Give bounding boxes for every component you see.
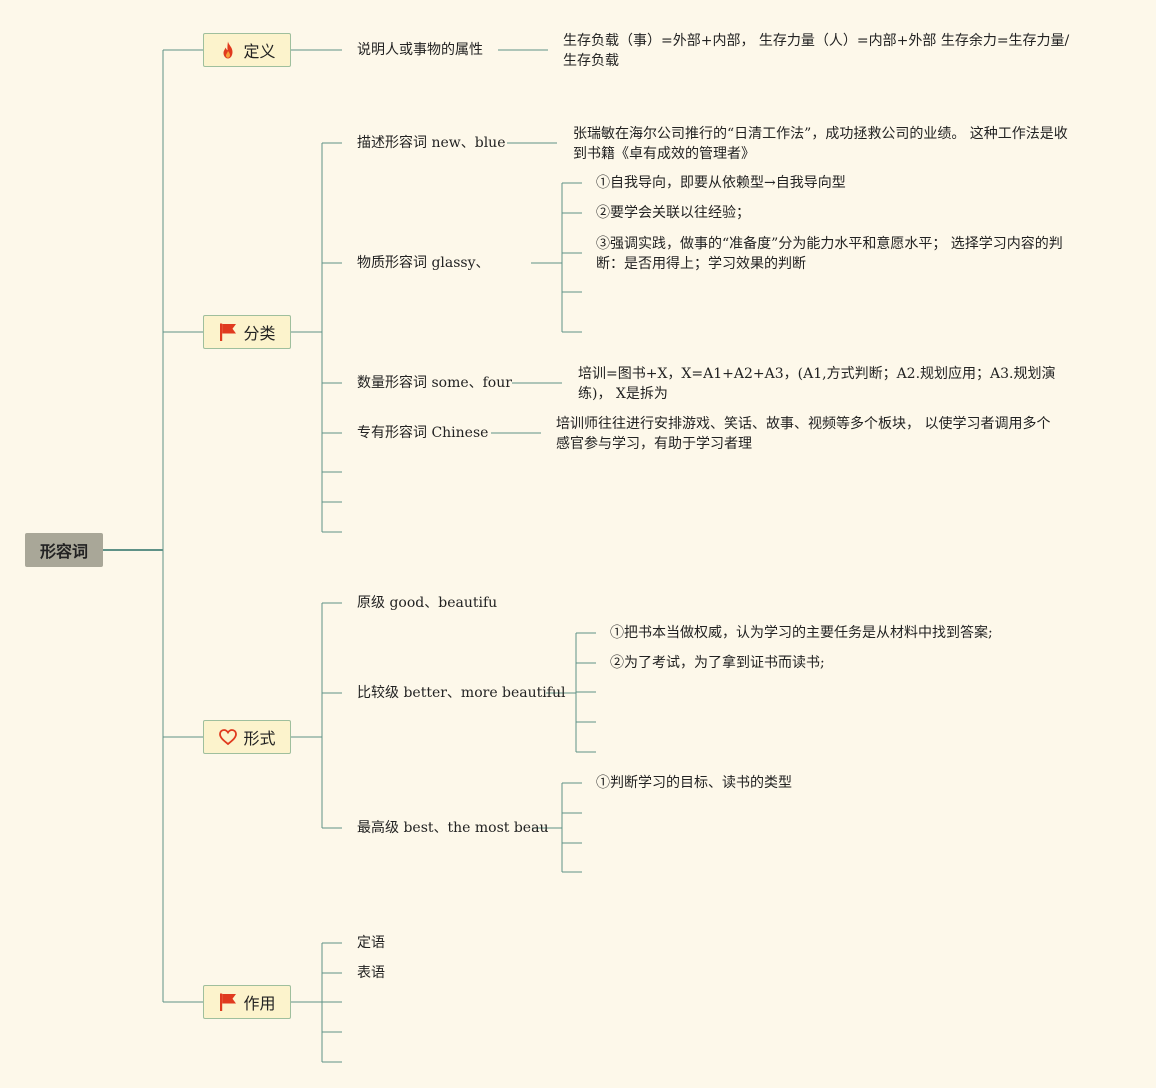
category-label: 作用: [243, 994, 276, 1013]
category-classification[interactable]: 分类: [203, 315, 291, 349]
child-node[interactable]: 比较级 better、more beautiful: [357, 685, 566, 701]
child-node[interactable]: 定语: [357, 935, 385, 951]
child-node[interactable]: 数量形容词 some、four: [357, 375, 512, 391]
detail-node[interactable]: 培训师往往进行安排游戏、笑话、故事、视频等多个板块， 以使学习者调用多个感官参与…: [556, 416, 1051, 452]
child-node[interactable]: 表语: [357, 965, 385, 981]
child-node[interactable]: 最高级 best、the most beau: [357, 820, 549, 836]
category-label: 定义: [243, 42, 276, 61]
detail-node[interactable]: 培训=图书+X，X=A1+A2+A3，(A1,方式判断；A2.规划应用；A3.规…: [578, 366, 1056, 402]
category-label: 分类: [243, 324, 276, 343]
child-node[interactable]: 说明人或事物的属性: [357, 42, 483, 58]
flag-icon: [218, 992, 238, 1012]
detail-node[interactable]: 生存负载（事）=外部+内部， 生存力量（人）=内部+外部 生存余力=生存力量/生…: [563, 33, 1070, 69]
detail-node[interactable]: 张瑞敏在海尔公司推行的“日清工作法”，成功拯救公司的业绩。 这种工作法是收到书籍…: [573, 126, 1068, 162]
detail-node[interactable]: ③强调实践，做事的“准备度”分为能力水平和意愿水平； 选择学习内容的判断：是否用…: [596, 236, 1063, 272]
detail-node[interactable]: ①把书本当做权威，认为学习的主要任务是从材料中找到答案;: [610, 625, 993, 641]
category-usage[interactable]: 作用: [203, 985, 291, 1019]
flag-icon: [218, 322, 238, 342]
category-label: 形式: [243, 729, 276, 748]
root-node[interactable]: 形容词: [25, 533, 103, 567]
detail-node[interactable]: ①判断学习的目标、读书的类型: [596, 775, 792, 791]
child-node[interactable]: 专有形容词 Chinese: [357, 425, 489, 441]
child-node[interactable]: 物质形容词 glassy、: [357, 255, 490, 271]
detail-node[interactable]: ②要学会关联以往经验；: [596, 205, 750, 221]
child-node[interactable]: 原级 good、beautifu: [357, 595, 498, 611]
fire-icon: [218, 40, 238, 60]
heart-icon: [218, 727, 238, 747]
detail-node[interactable]: ①自我导向，即要从依赖型→自我导向型: [596, 175, 846, 191]
category-definition[interactable]: 定义: [203, 33, 291, 67]
child-node[interactable]: 描述形容词 new、blue: [357, 135, 506, 151]
root-label: 形容词: [39, 542, 88, 561]
detail-node[interactable]: ②为了考试，为了拿到证书而读书;: [610, 655, 825, 671]
category-forms[interactable]: 形式: [203, 720, 291, 754]
